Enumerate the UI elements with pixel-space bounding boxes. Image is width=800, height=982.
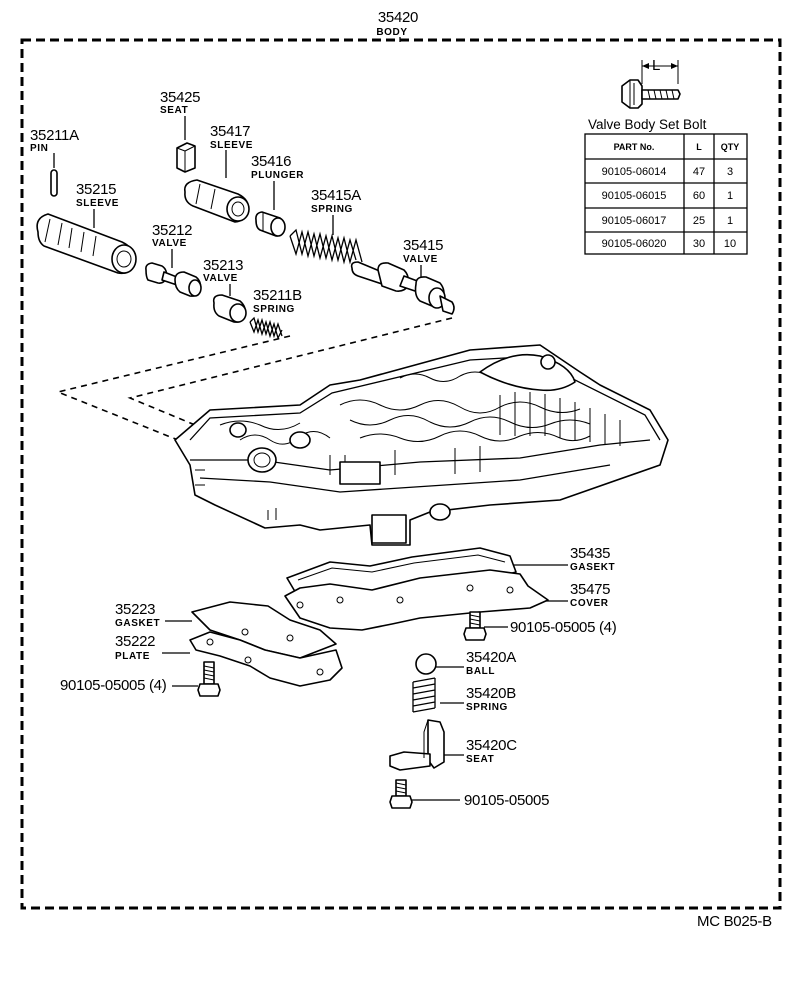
table-header-qty: QTY bbox=[721, 142, 740, 152]
dimension-l-label: L bbox=[652, 57, 660, 74]
callout-35435-label: GASEKT bbox=[570, 562, 615, 573]
callout-35435-number: 35435 bbox=[570, 545, 610, 562]
table-cell: 90105-06017 bbox=[602, 215, 667, 227]
assembly-label: BODY bbox=[376, 27, 407, 38]
bolt-90105-05005-left: 90105-05005 (4) bbox=[60, 677, 167, 694]
set-bolt-illustration: L bbox=[621, 57, 681, 109]
callout-35212-number: 35212 bbox=[152, 222, 192, 239]
callout-35211b-number: 35211B bbox=[253, 287, 302, 304]
table-cell: 90105-06014 bbox=[602, 166, 667, 178]
bolt-icon bbox=[389, 779, 413, 809]
pin-35211a bbox=[50, 169, 58, 197]
valve-35212 bbox=[145, 262, 202, 297]
seat-35425 bbox=[176, 142, 196, 173]
bolt-90105-05005-right: 90105-05005 (4) bbox=[510, 619, 617, 636]
bolt-table: PART No. L QTY 90105-06014 47 3 90105-06… bbox=[584, 133, 748, 255]
callout-35211a-number: 35211A bbox=[30, 127, 79, 144]
callout-35420c-label: SEAT bbox=[466, 754, 494, 765]
table-header-l: L bbox=[696, 142, 702, 152]
table-cell: 10 bbox=[724, 238, 736, 250]
valve-body-35420 bbox=[174, 344, 669, 546]
table-cell: 30 bbox=[693, 238, 705, 250]
callout-35420a-number: 35420A bbox=[466, 649, 516, 666]
callout-35420b-label: SPRING bbox=[466, 702, 508, 713]
bolt-table-title: Valve Body Set Bolt bbox=[588, 117, 707, 132]
table-cell: 25 bbox=[693, 215, 705, 227]
callout-35213-label: VALVE bbox=[203, 273, 238, 284]
plunger-35416 bbox=[255, 211, 286, 237]
bolt-icon bbox=[463, 611, 487, 641]
callout-35223-number: 35223 bbox=[115, 601, 155, 618]
callout-35212-label: VALVE bbox=[152, 238, 187, 249]
ball-35420a bbox=[415, 653, 437, 675]
callout-35415a-label: SPRING bbox=[311, 204, 353, 215]
table-cell: 1 bbox=[727, 190, 733, 202]
table-cell: 3 bbox=[727, 166, 733, 178]
sleeve-35417 bbox=[183, 179, 250, 223]
table-cell: 90105-06020 bbox=[602, 238, 667, 250]
plate-35222 bbox=[189, 631, 343, 687]
callout-35211a-label: PIN bbox=[30, 143, 48, 154]
bolt-90105-05005-bottom: 90105-05005 bbox=[464, 792, 549, 809]
callout-35222-number: 35222 bbox=[115, 633, 155, 650]
callout-35211b-label: SPRING bbox=[253, 304, 295, 315]
callout-35420b-number: 35420B bbox=[466, 685, 516, 702]
callout-35420a-label: BALL bbox=[466, 666, 495, 677]
diagram-code: MC B025-B bbox=[697, 913, 772, 930]
callout-35213-number: 35213 bbox=[203, 257, 243, 274]
callout-35416-number: 35416 bbox=[251, 153, 291, 170]
table-cell: 60 bbox=[693, 190, 705, 202]
sleeve-35215 bbox=[36, 213, 137, 275]
spring-35420b bbox=[412, 677, 436, 713]
callout-35415a-number: 35415A bbox=[311, 187, 361, 204]
seat-35420c bbox=[389, 719, 445, 771]
callout-35417-label: SLEEVE bbox=[210, 140, 253, 151]
valve-35213 bbox=[212, 294, 247, 323]
table-cell: 47 bbox=[693, 166, 705, 178]
callout-35475-number: 35475 bbox=[570, 581, 610, 598]
callout-35417-number: 35417 bbox=[210, 123, 250, 140]
callout-35475-label: COVER bbox=[570, 598, 609, 609]
spring-35415a bbox=[289, 228, 363, 265]
callout-35215-label: SLEEVE bbox=[76, 198, 119, 209]
cover-35475 bbox=[284, 569, 549, 631]
callout-35223-label: GASKET bbox=[115, 618, 160, 629]
callout-35222-label: PLATE bbox=[115, 651, 150, 662]
valve-35415 bbox=[350, 261, 455, 315]
diagram-frame bbox=[20, 38, 782, 910]
callout-35415-label: VALVE bbox=[403, 254, 438, 265]
callout-35425-number: 35425 bbox=[160, 89, 200, 106]
callout-35415-number: 35415 bbox=[403, 237, 443, 254]
table-cell: 1 bbox=[727, 215, 733, 227]
table-cell: 90105-06015 bbox=[602, 190, 667, 202]
assembly-number: 35420 bbox=[378, 9, 418, 26]
bolt-icon bbox=[197, 661, 221, 697]
callout-35420c-number: 35420C bbox=[466, 737, 517, 754]
callout-35215-number: 35215 bbox=[76, 181, 116, 198]
callout-35416-label: PLUNGER bbox=[251, 170, 304, 181]
spring-35211b bbox=[249, 316, 283, 340]
callout-35425-label: SEAT bbox=[160, 105, 188, 116]
table-header-part: PART No. bbox=[614, 142, 655, 152]
